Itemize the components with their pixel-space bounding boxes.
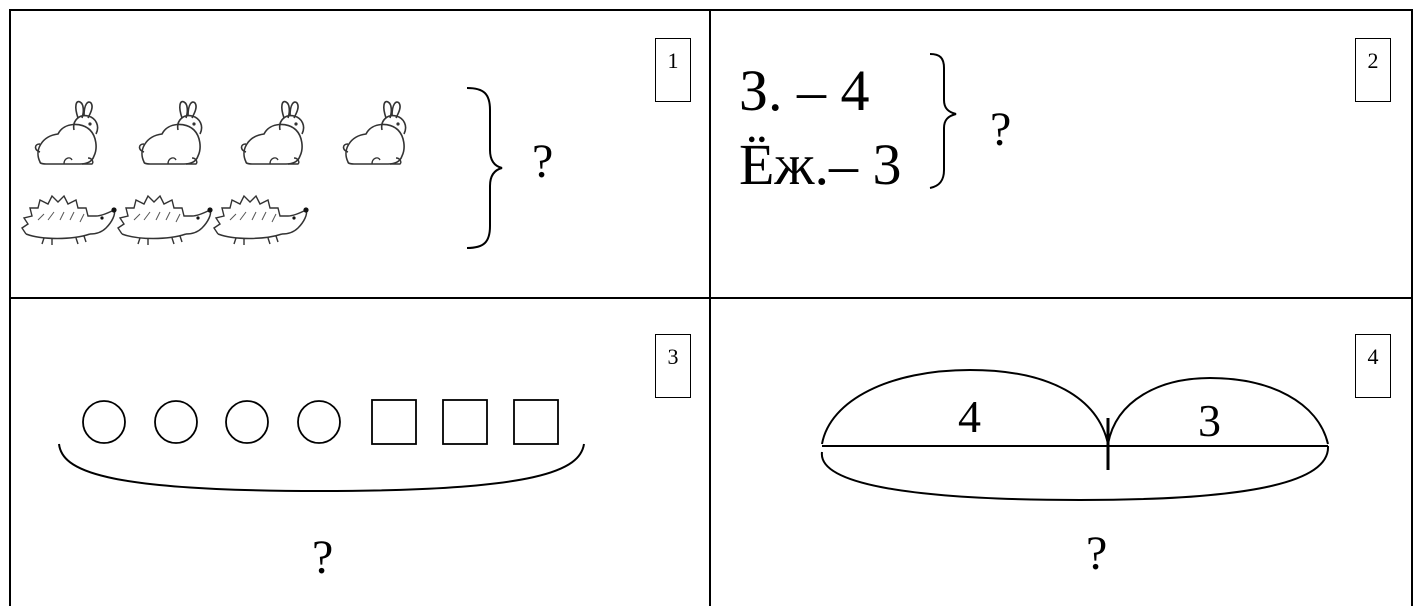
circle-shape [225, 400, 269, 444]
task-number-box: 2 [1355, 38, 1391, 102]
segment-right-value: 3 [1198, 395, 1221, 446]
task-number: 2 [1367, 48, 1379, 73]
circle-shape [297, 400, 341, 444]
task-number-box: 4 [1355, 334, 1391, 398]
table-border-top [9, 9, 1413, 11]
question-mark: ? [1086, 527, 1108, 580]
upper-arc-right [1107, 376, 1329, 445]
square-shape [513, 399, 559, 445]
bracket-arc [58, 443, 585, 493]
square-shape [371, 399, 417, 445]
segment-left-value: 4 [958, 391, 981, 442]
upper-arc-left [821, 368, 1109, 445]
task-number-box: 1 [655, 38, 691, 102]
table-border-right [1411, 9, 1413, 606]
task-number: 4 [1367, 344, 1379, 369]
task-number: 1 [667, 48, 679, 73]
task-number-box: 3 [655, 334, 691, 398]
text-line-rabbits: З. – 4 [739, 58, 870, 123]
curly-brace [466, 87, 503, 249]
text-line-hedgehogs: Ёж.– 3 [739, 132, 902, 197]
table-border-left [9, 9, 11, 606]
question-mark: ? [990, 103, 1012, 156]
task-number: 3 [667, 344, 679, 369]
square-shape [442, 399, 488, 445]
table-divider-horizontal [9, 297, 1413, 299]
question-mark: ? [312, 531, 334, 584]
lower-arc [820, 445, 1330, 502]
question-mark: ? [532, 135, 554, 188]
table-divider-vertical [709, 9, 711, 606]
circle-shape [154, 400, 198, 444]
circle-shape [82, 400, 126, 444]
curly-brace [929, 53, 957, 189]
